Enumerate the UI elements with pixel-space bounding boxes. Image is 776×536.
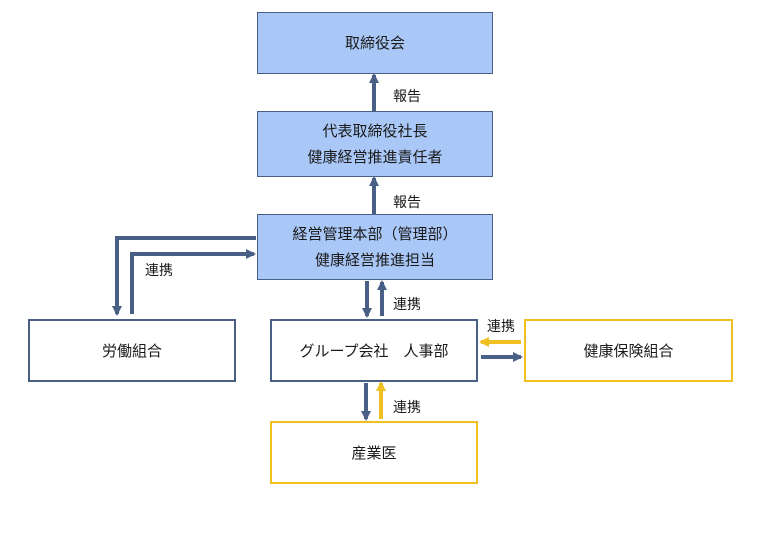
node-ceo-line2: 健康経営推進責任者 bbox=[307, 148, 443, 166]
node-ceo: 代表取締役社長 健康経営推進責任者 bbox=[257, 111, 493, 177]
node-hr-label: グループ会社 人事部 bbox=[299, 341, 449, 360]
node-insurance-label: 健康保険組合 bbox=[583, 341, 674, 360]
arrow-hq-to-union bbox=[112, 236, 256, 316]
node-ceo-line1: 代表取締役社長 bbox=[322, 122, 428, 140]
node-doctor: 産業医 bbox=[270, 421, 478, 484]
node-union: 労働組合 bbox=[28, 319, 236, 382]
node-hq: 経営管理本部（管理部） 健康経営推進担当 bbox=[257, 214, 493, 280]
edge-label-hq-ceo: 報告 bbox=[393, 195, 421, 211]
node-hr: グループ会社 人事部 bbox=[270, 319, 478, 382]
node-hq-line2: 健康経営推進担当 bbox=[314, 251, 435, 269]
edge-label-hq-union: 連携 bbox=[145, 263, 173, 279]
edge-label-hq-hr: 連携 bbox=[393, 297, 421, 313]
node-doctor-label: 産業医 bbox=[351, 443, 397, 462]
node-insurance: 健康保険組合 bbox=[524, 319, 733, 382]
arrow-union-to-hq bbox=[130, 249, 256, 314]
node-hq-line1: 経営管理本部（管理部） bbox=[292, 225, 458, 243]
node-board-label: 取締役会 bbox=[344, 34, 405, 52]
edge-label-hr-insurance: 連携 bbox=[487, 319, 515, 335]
node-union-label: 労働組合 bbox=[101, 341, 162, 360]
node-board: 取締役会 bbox=[257, 12, 493, 74]
edge-label-ceo-board: 報告 bbox=[393, 89, 421, 105]
edge-label-hr-doctor: 連携 bbox=[393, 400, 421, 416]
